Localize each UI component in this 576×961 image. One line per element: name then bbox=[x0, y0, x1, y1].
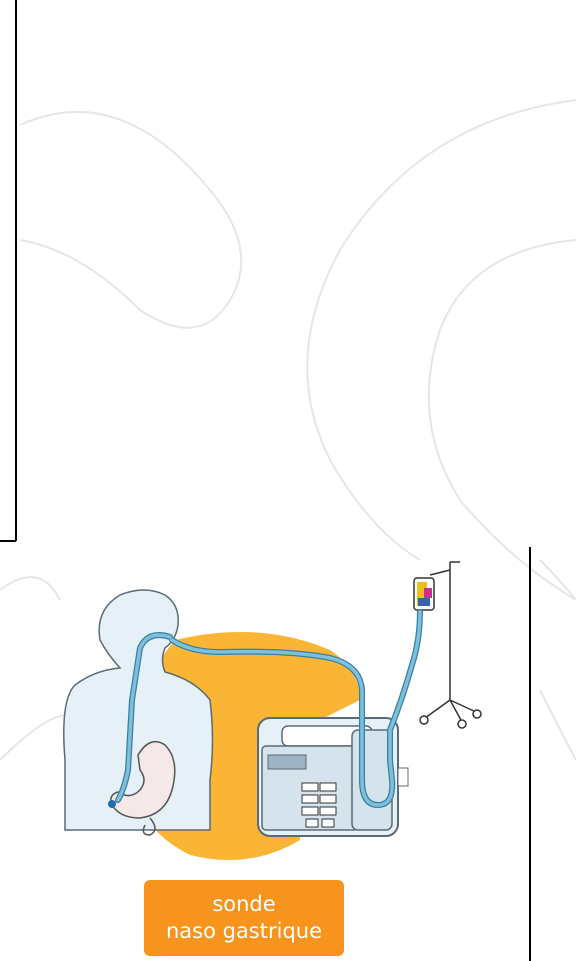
caption-badge: sonde naso gastrique bbox=[144, 880, 344, 956]
caption-line-2: naso gastrique bbox=[166, 918, 322, 945]
caption-line-1: sonde bbox=[212, 891, 275, 918]
feeding-pump-icon bbox=[258, 718, 408, 836]
feeding-bag-icon bbox=[414, 578, 434, 610]
